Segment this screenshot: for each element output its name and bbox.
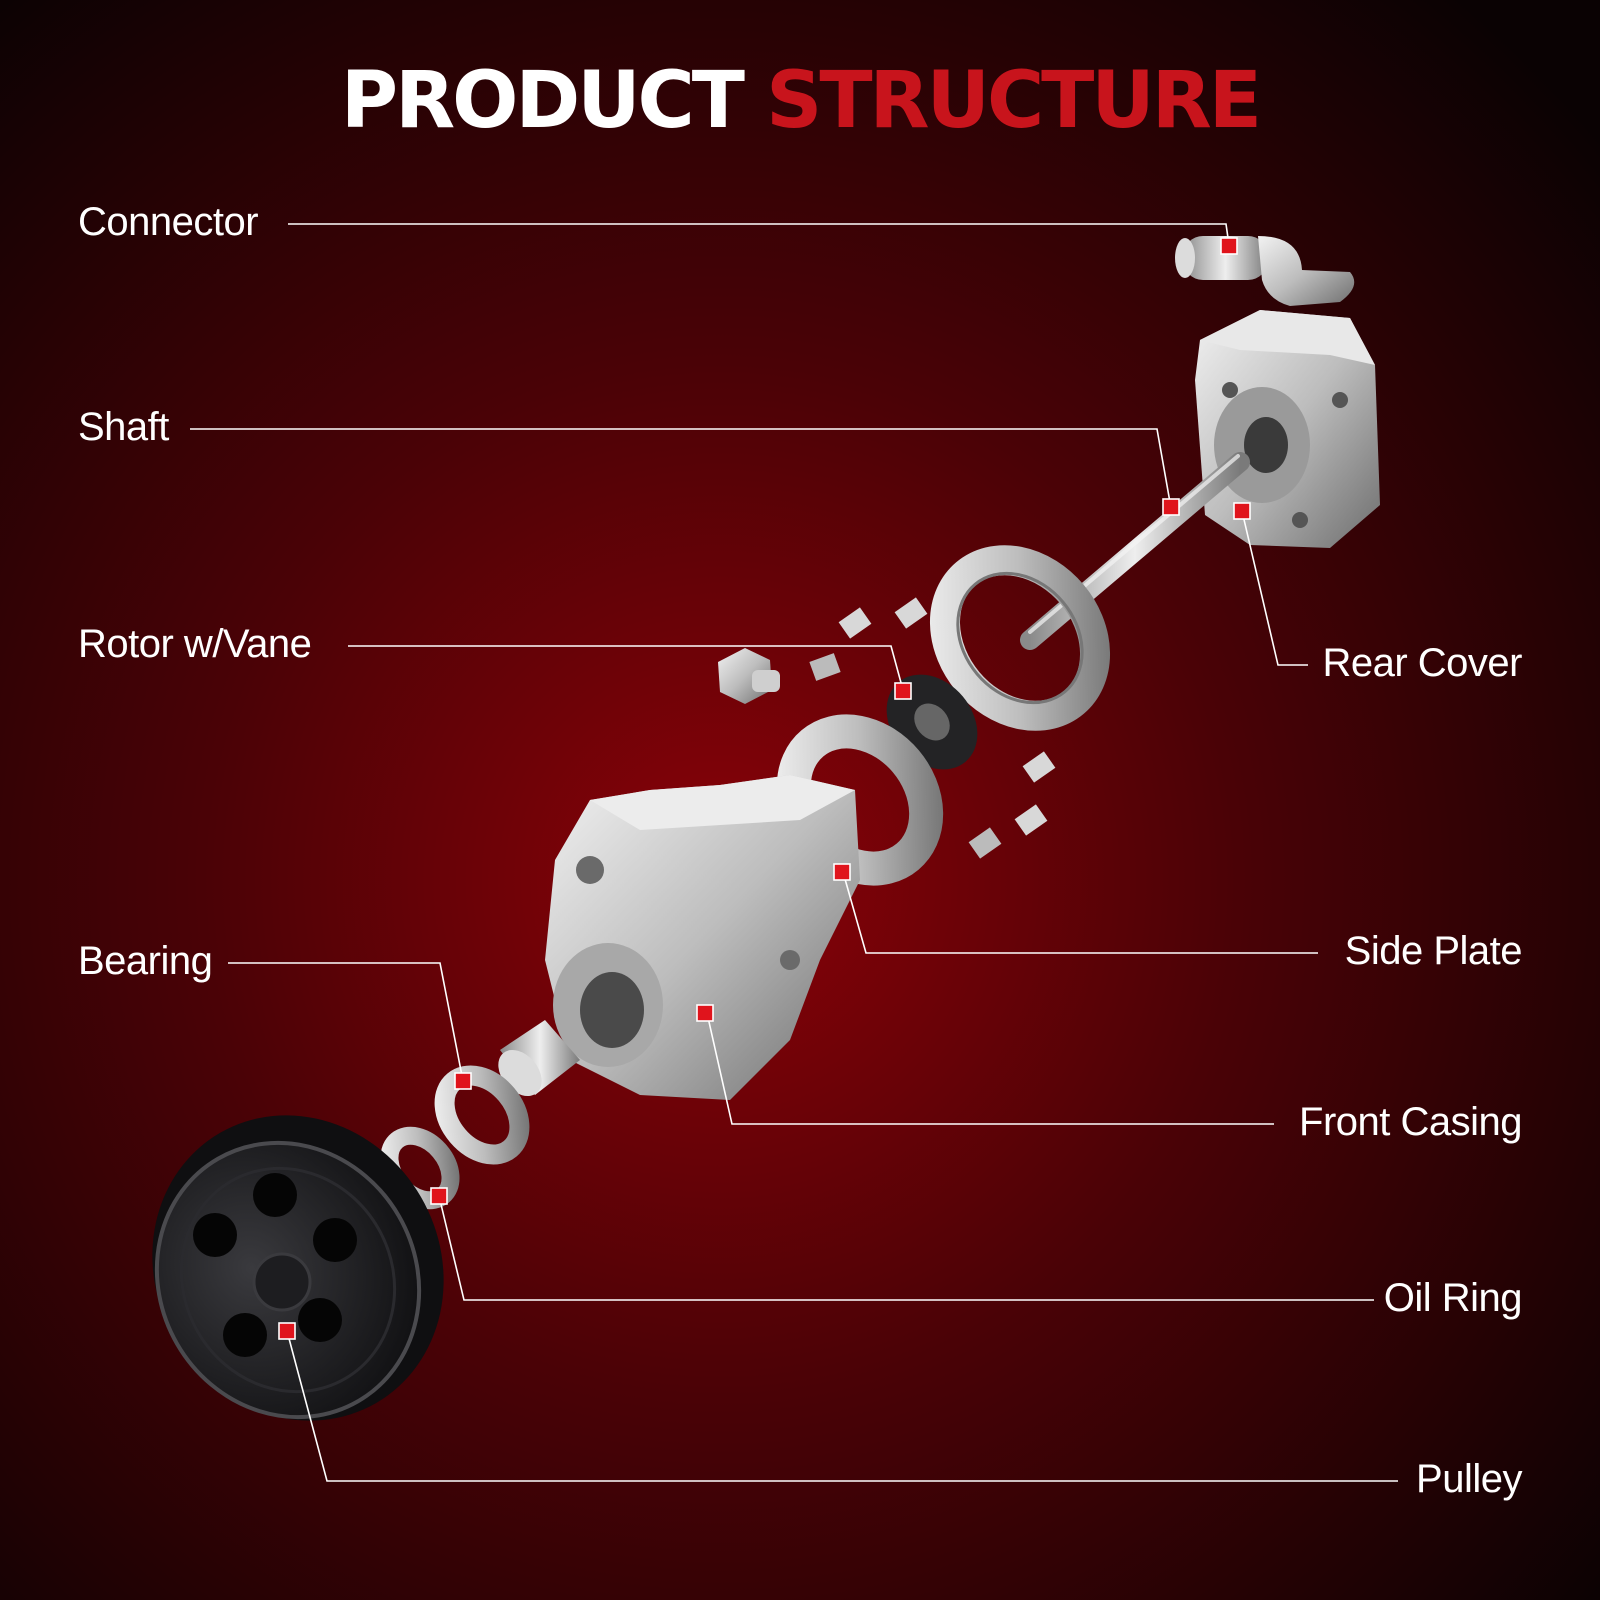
label-pulley: Pulley	[1416, 1457, 1522, 1501]
marker-front-casing	[696, 1004, 714, 1022]
pump-illustration	[152, 236, 1380, 1421]
label-bearing: Bearing	[78, 939, 213, 983]
pulley-part	[152, 1115, 444, 1421]
leader-front-casing	[706, 1012, 1274, 1125]
marker-pulley	[278, 1322, 296, 1340]
leader-rear-cover	[1241, 510, 1308, 666]
title-part-red: STRUCTURE	[766, 56, 1262, 146]
rear-cover-part	[1195, 310, 1380, 548]
page-title: PRODUCT STRUCTURE	[0, 62, 1600, 140]
leader-shaft	[190, 428, 1172, 509]
leader-oil-ring	[438, 1195, 1374, 1301]
vanes-part	[809, 597, 1056, 859]
leader-side-plate	[842, 871, 1318, 954]
marker-rotor	[894, 682, 912, 700]
bearing-part	[434, 1065, 530, 1165]
label-shaft: Shaft	[78, 405, 169, 449]
leader-lines	[190, 223, 1398, 1482]
leader-bearing	[228, 962, 464, 1082]
marker-connector	[1220, 237, 1238, 255]
label-oil-ring: Oil Ring	[1383, 1276, 1523, 1320]
label-front-casing: Front Casing	[1299, 1100, 1522, 1144]
label-rotor-w-vane: Rotor w/Vane	[78, 622, 312, 666]
label-side-plate: Side Plate	[1344, 929, 1523, 973]
label-rear-cover: Rear Cover	[1322, 641, 1522, 685]
marker-bearing	[454, 1072, 472, 1090]
leader-rotor	[348, 645, 904, 691]
title-part-white: PRODUCT	[340, 56, 745, 146]
marker-rear-cover	[1233, 502, 1251, 520]
label-connector: Connector	[78, 200, 259, 244]
marker-side-plate	[833, 863, 851, 881]
cam-ring-part	[929, 545, 1111, 731]
front-casing-part	[545, 775, 860, 1100]
valve-fitting-part	[718, 648, 780, 704]
marker-shaft	[1162, 498, 1180, 516]
leader-pulley	[286, 1330, 1398, 1482]
connector-part	[1175, 236, 1355, 306]
markers	[278, 237, 1251, 1340]
marker-oil-ring	[430, 1187, 448, 1205]
